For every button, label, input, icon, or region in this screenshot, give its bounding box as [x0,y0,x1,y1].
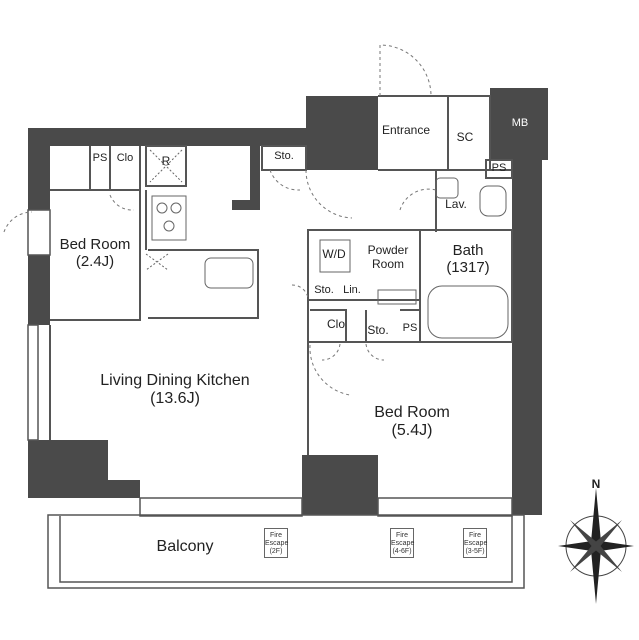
fire-escape-title: Fire Escape [391,532,415,547]
bed-room-right-size: (5.4J) [391,422,433,440]
ldk-name: Living Dining Kitchen [100,372,250,389]
wd-label: W/D [322,247,346,261]
fire-escape-title: Fire Escape [265,532,289,547]
windows [27,209,525,589]
fire-escape-floor: (2F) [269,548,283,555]
bed-room-left-label: Bed Room (2.4J) [50,236,140,271]
compass-north-label: N [591,477,601,491]
powder-room-line1: Powder [367,243,409,257]
mb-label: MB [511,117,529,129]
bed-room-right-label: Bed Room (5.4J) [352,404,472,441]
bed-room-right-name: Bed Room [374,404,450,421]
bed-room-left-name: Bed Room [59,236,131,253]
fridge-label: R [161,154,171,168]
powder-room-label: Powder Room [356,243,420,272]
fixtures [145,149,509,339]
sc-label: SC [456,130,474,144]
fire-escape-floor: (4-6F) [392,548,412,555]
door-swings [3,44,437,396]
bath-name: Bath [452,242,484,259]
clo-right-label: Clo [326,317,345,331]
bed-room-left-size: (2.4J) [75,253,115,271]
fire-escape-3-5f: Fire Escape (3-5F) [463,528,487,558]
sto-right-label: Sto. [367,323,389,337]
clo-left-label: Clo [116,152,134,164]
fire-escape-floor: (3-5F) [465,548,485,555]
ps-left-label: PS [92,152,108,164]
lav-label: Lav. [445,197,467,211]
bath-size: (1317) [446,259,490,277]
balcony-label: Balcony [156,538,214,555]
sto-kitchen-label: Sto. [274,150,294,162]
fire-escape-title: Fire Escape [464,532,488,547]
lin-label: Lin. [343,284,361,296]
ps-lav-label: PS [491,162,507,174]
ldk-label: Living Dining Kitchen (13.6J) [60,372,290,409]
compass-rose [558,488,634,604]
powder-room-line2: Room [371,256,404,271]
sto-powder-label: Sto. [314,284,334,296]
walls [28,88,548,515]
bath-label: Bath (1317) [426,242,510,277]
fire-escape-2f: Fire Escape (2F) [264,528,288,558]
ldk-size: (13.6J) [150,390,200,408]
entrance-label: Entrance [381,123,431,137]
fire-escape-4-6f: Fire Escape (4-6F) [390,528,414,558]
ps-right-label: PS [402,322,418,334]
